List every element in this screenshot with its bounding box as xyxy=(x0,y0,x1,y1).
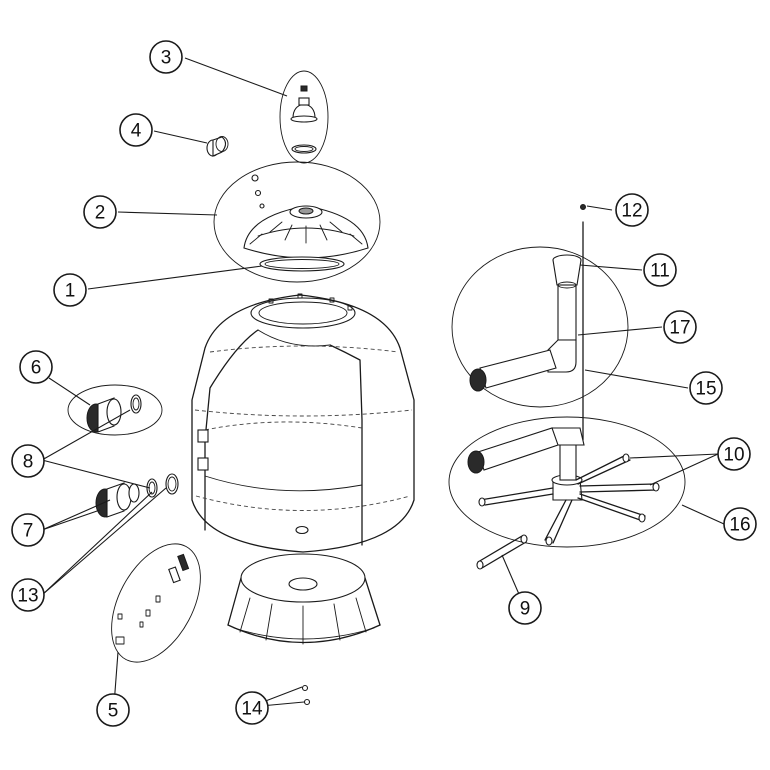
callout-8-label: 8 xyxy=(23,452,34,473)
callout-8: 8 xyxy=(11,444,45,478)
callout-16-label: 16 xyxy=(729,515,750,536)
callout-14-label: 14 xyxy=(241,699,263,720)
callout-14: 14 xyxy=(235,691,269,725)
part-15-upper-pipe-group xyxy=(451,204,629,441)
callout-5-label: 5 xyxy=(108,701,119,722)
filter-tank xyxy=(191,293,415,553)
part-6-union-group xyxy=(67,384,163,436)
callout-5: 5 xyxy=(96,693,130,727)
callout-1-label: 1 xyxy=(65,281,76,302)
callout-12-label: 12 xyxy=(621,201,642,222)
callout-7: 7 xyxy=(11,513,45,547)
part-3-valve-cap-group xyxy=(279,70,329,164)
callout-4: 4 xyxy=(119,113,153,147)
callout-11: 11 xyxy=(643,253,677,287)
callout-10-label: 10 xyxy=(723,445,744,466)
part-14-base-stand xyxy=(227,553,381,706)
callout-15-label: 15 xyxy=(695,379,716,400)
callout-13-label: 13 xyxy=(17,586,38,607)
part-16-lateral-assembly xyxy=(448,416,686,548)
callout-16: 16 xyxy=(723,507,757,541)
callout-2: 2 xyxy=(83,195,117,229)
callout-1: 1 xyxy=(53,273,87,307)
callout-17-label: 17 xyxy=(669,318,690,339)
callout-17: 17 xyxy=(663,310,697,344)
callout-11-label: 11 xyxy=(650,261,670,282)
part-7-union-group xyxy=(95,473,179,518)
callout-6-label: 6 xyxy=(31,358,42,379)
callout-4-label: 4 xyxy=(131,121,142,142)
leader-lines xyxy=(41,57,725,708)
callout-15: 15 xyxy=(689,371,723,405)
callout-3-label: 3 xyxy=(161,48,172,69)
callout-3: 3 xyxy=(149,40,183,74)
part-9-lateral xyxy=(476,534,528,570)
part-2-lid-group xyxy=(213,161,381,283)
callout-9-label: 9 xyxy=(520,599,531,620)
callout-2-label: 2 xyxy=(95,203,106,224)
callout-6: 6 xyxy=(19,350,53,384)
part-4-ring xyxy=(206,136,229,157)
callout-13: 13 xyxy=(11,578,45,612)
part-5-label-group xyxy=(111,543,201,663)
callout-7-label: 7 xyxy=(23,521,34,542)
callout-10: 10 xyxy=(717,437,751,471)
callout-12: 12 xyxy=(615,193,649,227)
callout-9: 9 xyxy=(508,591,542,625)
